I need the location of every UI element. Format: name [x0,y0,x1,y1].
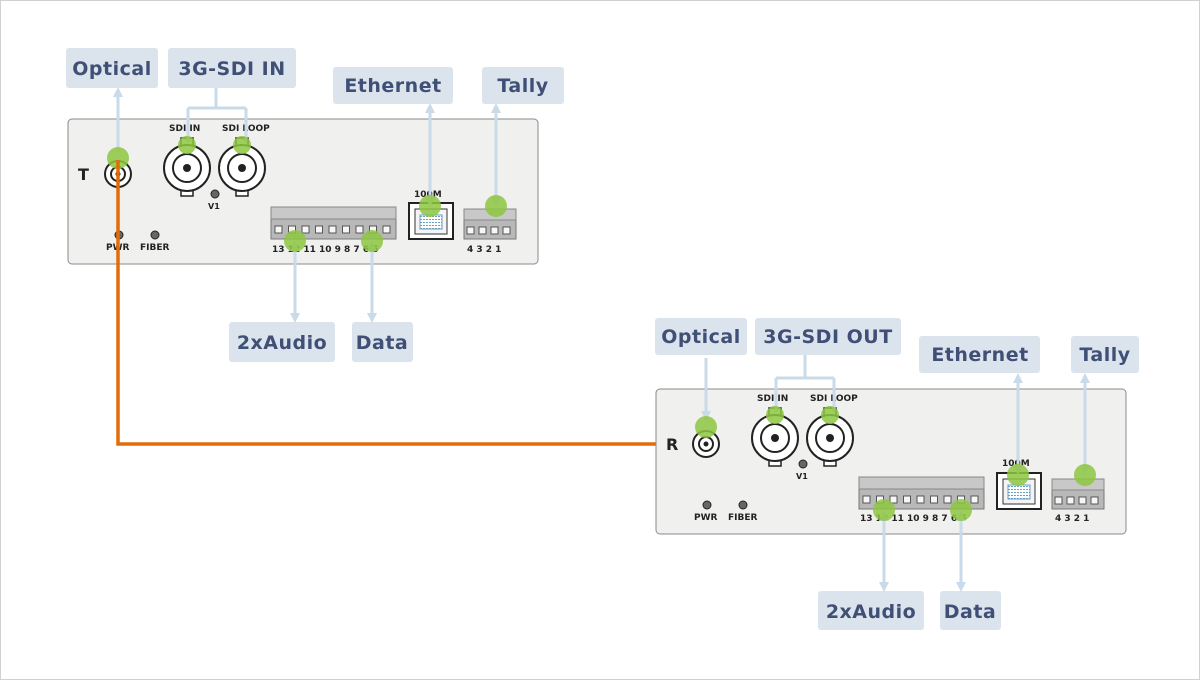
callout-sdi-out [755,318,901,355]
callout-tally-rx-text: Tally [1079,344,1130,366]
marker-tally-rx [1074,464,1096,486]
callout-data-tx [352,322,413,362]
transmitter-callouts: Optical 3G-SDI IN Ethernet Tally 2xAudio… [66,48,564,362]
marker-ethernet-tx [419,195,441,217]
marker-audio-rx [873,499,895,521]
receiver-v1-label: V1 [796,472,808,481]
marker-ethernet-rx [1007,464,1029,486]
callout-data-rx-text: Data [944,601,997,623]
callout-tally-tx-text: Tally [497,75,548,97]
receiver-pin-numbers: 13 12 11 10 9 8 7 6 5 [860,514,966,524]
receiver-fiber-led [738,500,748,510]
receiver-v1-led [798,459,808,469]
receiver-pointers [701,355,1090,592]
receiver-unit: R SDI IN SDI LOOP V1 PWR FIBER [655,388,1127,535]
callout-ethernet-tx-text: Ethernet [344,75,441,97]
transmitter-letter: T [78,165,89,184]
marker-sdi-loop-rx [821,406,839,424]
receiver-pwr-label: PWR [694,513,718,523]
transmitter-pin-numbers: 13 12 11 10 9 8 7 6 5 [272,245,378,255]
callout-tally-tx [482,67,564,104]
transmitter-v1-led [210,189,220,199]
transmitter-fiber-led [150,230,160,240]
marker-tally-tx [485,195,507,217]
receiver-fiber-label: FIBER [728,513,758,523]
fiber-link-arrow [116,160,695,450]
receiver-pwr-led [702,500,712,510]
callout-ethernet-rx-text: Ethernet [931,344,1028,366]
transmitter-markers [107,136,507,252]
transmitter-v1-label: V1 [208,202,220,211]
receiver-letter: R [666,435,678,454]
callout-audio-rx [818,591,924,630]
callout-optical-rx [655,318,747,355]
transmitter-unit: T SDI IN SDI LOOP V1 PWR FIBER [67,118,539,265]
transmitter-tally-pins: 4 3 2 1 [467,245,501,255]
callout-data-tx-text: Data [356,332,409,354]
marker-sdi-out [766,406,784,424]
callout-ethernet-rx [919,336,1040,373]
marker-data-tx [361,230,383,252]
pointer-sdi-in [186,88,248,142]
callout-audio-tx [229,322,335,362]
callout-optical-tx [66,48,158,88]
marker-data-rx [950,499,972,521]
receiver-tally-pins: 4 3 2 1 [1055,514,1089,524]
transmitter-pointers [113,87,501,323]
callout-sdi-in [168,48,296,88]
receiver-ethernet-port [996,472,1042,510]
pointer-sdi-out [774,355,836,412]
transmitter-sdi-in-label: SDI IN [169,124,200,134]
callout-sdi-in-text: 3G-SDI IN [178,58,285,80]
marker-optical-rx [695,416,717,438]
transmitter-fiber-label: FIBER [140,243,170,253]
callout-sdi-out-text: 3G-SDI OUT [763,326,892,348]
receiver-tally-block [1051,478,1105,510]
marker-sdi-in [178,136,196,154]
callout-audio-tx-text: 2xAudio [237,332,327,354]
receiver-callouts: Optical 3G-SDI OUT Ethernet Tally 2xAudi… [655,318,1139,630]
receiver-markers [695,406,1096,521]
callout-optical-tx-text: Optical [72,58,151,80]
callout-optical-rx-text: Optical [661,326,740,348]
callout-ethernet-tx [333,67,453,104]
marker-sdi-loop-tx [233,136,251,154]
receiver-sdi-in-label: SDI IN [757,394,788,404]
callout-data-rx [940,591,1001,630]
callout-tally-rx [1071,336,1139,373]
callout-audio-rx-text: 2xAudio [826,601,916,623]
marker-audio-tx [284,230,306,252]
marker-optical-tx [107,147,129,169]
